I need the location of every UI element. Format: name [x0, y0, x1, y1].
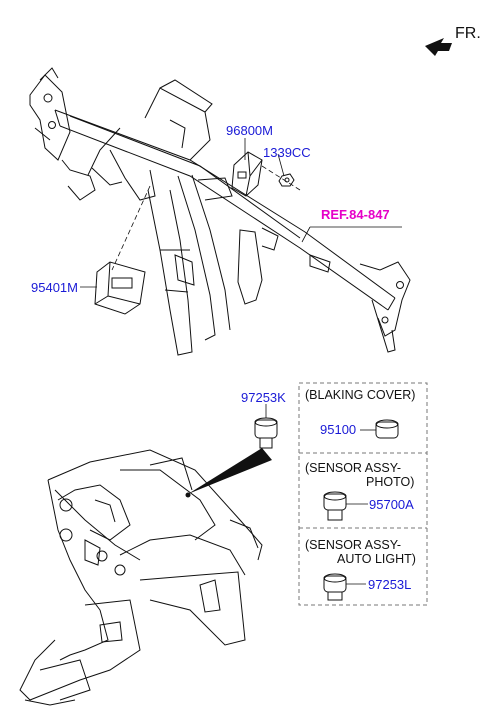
callout-95700a[interactable]: 95700A [369, 497, 414, 512]
callout-96800m[interactable]: 96800M [226, 123, 273, 138]
leader-lines-bottom [346, 429, 376, 585]
crossmember-assembly [29, 67, 411, 356]
callout-95401m[interactable]: 95401M [31, 280, 78, 295]
callout-95100[interactable]: 95100 [320, 422, 357, 437]
sensor-mount-point [185, 492, 191, 498]
front-direction-arrow-icon [425, 38, 452, 56]
sensor-97253k [254, 417, 278, 449]
callout-97253k[interactable]: 97253K [241, 390, 286, 405]
instrument-panel [19, 449, 263, 706]
option-heading-sensor-photo-1: (SENSOR ASSY- [305, 461, 402, 475]
cover-95100 [375, 419, 399, 439]
module-96800m [231, 151, 263, 197]
sensor-97253l [323, 573, 347, 601]
callout-97253l[interactable]: 97253L [368, 577, 412, 592]
sensor-95700a [323, 491, 347, 521]
option-heading-sensor-auto-light-2: AUTO LIGHT) [337, 552, 416, 566]
option-heading-blaking-cover: (BLAKING COVER) [305, 388, 416, 402]
callout-ref-84-847[interactable]: REF.84-847 [321, 207, 390, 222]
front-direction-label: FR. [455, 25, 481, 42]
leader-lines-top [80, 138, 402, 288]
nut-1339cc [278, 173, 295, 187]
option-heading-sensor-photo-2: PHOTO) [366, 475, 415, 489]
module-95401m [94, 261, 146, 315]
option-heading-sensor-auto-light-1: (SENSOR ASSY- [305, 538, 402, 552]
options-box [298, 382, 428, 606]
callout-1339cc[interactable]: 1339CC [263, 145, 311, 160]
sensor-location-pointer [188, 448, 272, 494]
